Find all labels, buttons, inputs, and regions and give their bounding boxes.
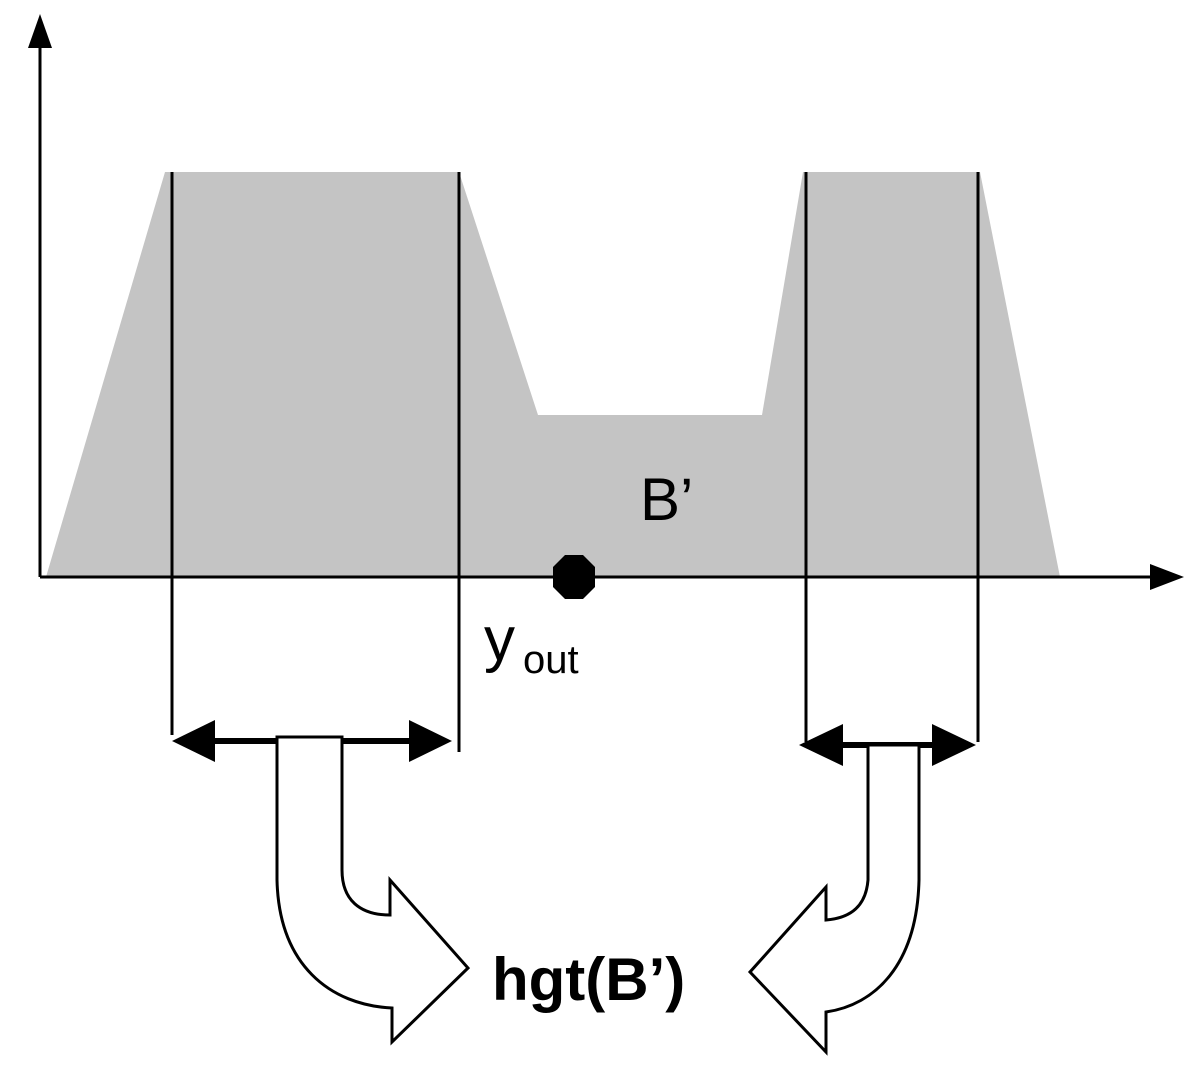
membership-region bbox=[46, 172, 1060, 577]
region-label: B’ bbox=[640, 466, 693, 533]
left-arrowhead-left bbox=[172, 720, 215, 762]
left-curved-arrow bbox=[275, 735, 471, 1046]
output-point-label-subscript: out bbox=[523, 638, 579, 682]
left-arrowhead-right bbox=[409, 720, 452, 762]
x-axis-arrowhead bbox=[1150, 564, 1184, 590]
interval-boundaries bbox=[170, 172, 980, 752]
right-arrowhead-left bbox=[799, 724, 843, 766]
right-curved-arrow bbox=[747, 743, 921, 1056]
y-axis-arrowhead bbox=[28, 14, 52, 48]
height-label: hgt(B’) bbox=[492, 946, 685, 1013]
output-point-marker bbox=[553, 555, 595, 599]
right-arrowhead-right bbox=[932, 724, 976, 766]
output-point-label: y bbox=[484, 605, 515, 674]
